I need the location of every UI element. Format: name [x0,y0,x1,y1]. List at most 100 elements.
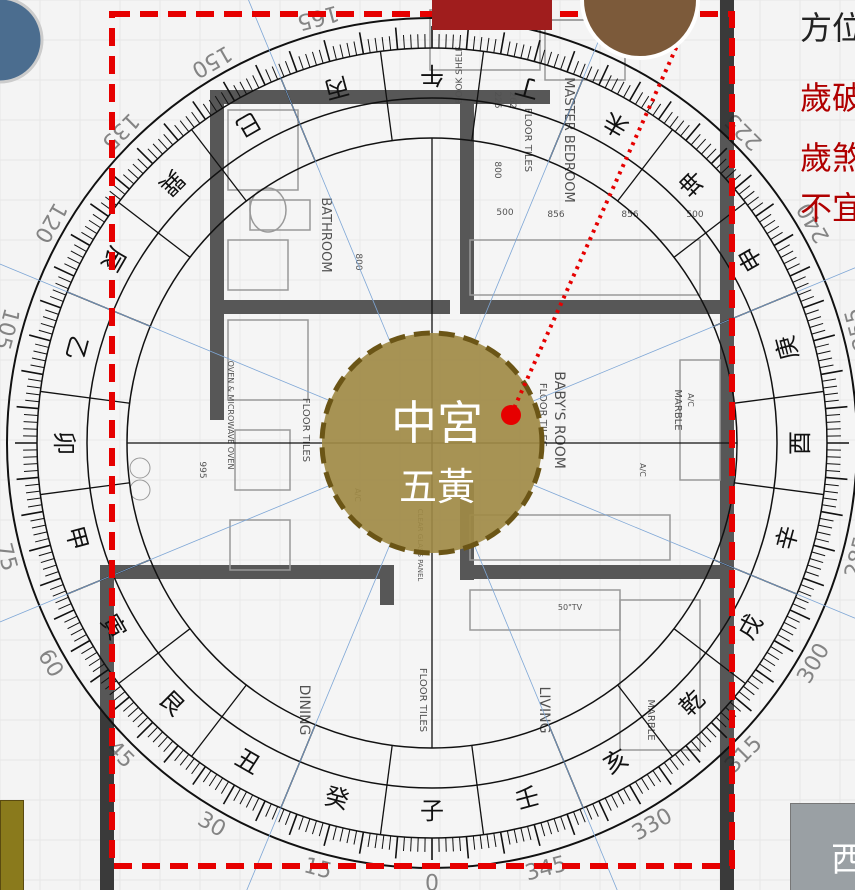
degree-tick [763,219,776,229]
degree-tick [220,92,229,105]
degree-tick [506,830,511,845]
degree-tick [245,794,254,808]
degree-tick [49,295,64,302]
degree-tick [284,811,291,826]
room-label: BATHROOM [318,197,333,272]
degree-tick [825,405,848,410]
degree-tick [533,40,541,62]
degree-tick [628,81,642,102]
wall [460,300,720,314]
furniture [234,429,291,491]
degree-tick [816,531,831,536]
room-label: 800 [353,253,363,270]
degree-tick [573,60,580,75]
degree-tick [318,822,324,837]
degree-tick [747,680,759,690]
degree-tick [706,148,717,160]
degree-tick [271,806,279,820]
degree-tick [598,800,609,822]
degree-tick [202,770,212,783]
degree-tick [74,634,87,642]
degree-tick [288,50,298,73]
degree-tick [26,497,41,501]
degree-tick [191,762,201,775]
degree-tick [805,309,819,315]
degree-tick [685,745,701,763]
degree-tick [25,399,40,403]
degree-tick [21,369,44,376]
degree-tick [53,609,75,620]
degree-tick [27,378,42,382]
degree-tick [729,701,742,712]
degree-tick [174,124,184,137]
degree-tick [742,190,755,201]
room-label: BOOK SHELF [455,46,465,103]
room-label: 500 [686,210,703,220]
degree-tick [208,99,218,112]
pointer-marker [501,405,521,425]
degree-tick [55,282,69,290]
degree-tick [789,609,811,620]
degree-tick [640,777,650,791]
degree-tick [751,202,764,212]
degree-tick [367,38,371,53]
degree-tick [690,740,701,753]
degree-tick [770,231,783,240]
room-label: 500 [496,208,513,218]
degree-tick [298,816,304,830]
degree-tick [759,663,772,673]
side-text-1: 方位 [800,9,855,47]
degree-tick [23,463,38,465]
wall [100,565,380,579]
degree-tick [137,717,149,728]
degree-tick [323,40,331,62]
degree-label: 75 [0,540,22,574]
degree-tick [31,357,46,362]
degree-tick [346,829,351,844]
degree-tick [222,81,236,102]
degree-tick [652,103,662,116]
degree-tick [67,256,81,265]
degree-tick [113,691,126,701]
room-label: 262 [507,91,517,108]
degree-tick [311,51,317,66]
degree-tick [459,837,462,852]
degree-tick [89,203,109,218]
degree-tick [715,717,727,728]
degree-tick [410,34,412,49]
degree-tick [759,213,772,223]
degree-tick [185,758,195,770]
degree-tick [663,762,673,775]
degree-tick [755,668,775,683]
degree-tick [826,470,841,473]
degree-tick [40,558,55,564]
furniture [469,239,701,296]
right-corner-box: 西 [790,803,855,890]
degree-tick [499,32,506,55]
guide-line [533,484,855,619]
mountain-divider [379,51,393,141]
degree-tick [358,831,365,854]
degree-tick [42,564,57,570]
degree-tick [332,46,337,60]
furniture [227,239,289,291]
degree-tick [25,490,41,494]
degree-tick [701,143,712,155]
degree-tick [506,41,511,56]
degree-tick [305,53,311,68]
mountain-label: 子 [420,797,444,825]
degree-tick [410,837,412,852]
degree-tick [822,504,837,508]
center-subtitle: 五黃 [399,465,475,509]
degree-tick [773,233,794,247]
degree-tick [346,42,351,57]
room-label: A/C [638,463,647,477]
mountain-divider [191,129,247,202]
guide-line [533,267,855,402]
furniture [679,359,721,481]
degree-tick [163,133,174,146]
degree-tick [271,66,279,80]
degree-tick [208,774,218,787]
degree-tick [513,42,518,57]
